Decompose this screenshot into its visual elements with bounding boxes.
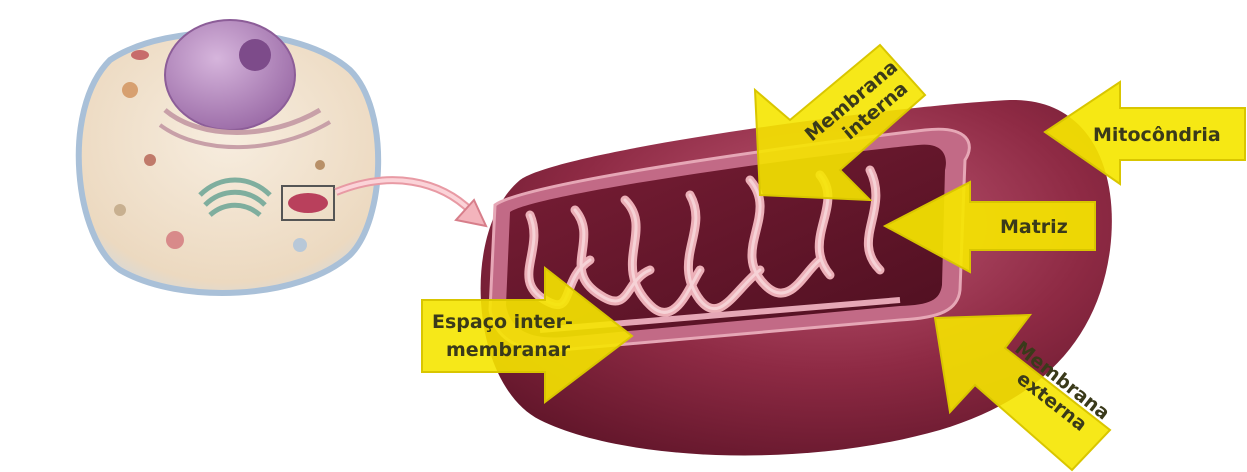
label-espaco-2: membranar [446, 339, 571, 361]
label-espaco-1: Espaço inter- [432, 311, 573, 333]
arrow-membrana-externa: Membrana externa [935, 315, 1114, 470]
label-matriz: Matriz [1000, 216, 1068, 238]
label-mitocondria: Mitocôndria [1093, 124, 1221, 146]
animal-cell-icon [79, 20, 378, 293]
